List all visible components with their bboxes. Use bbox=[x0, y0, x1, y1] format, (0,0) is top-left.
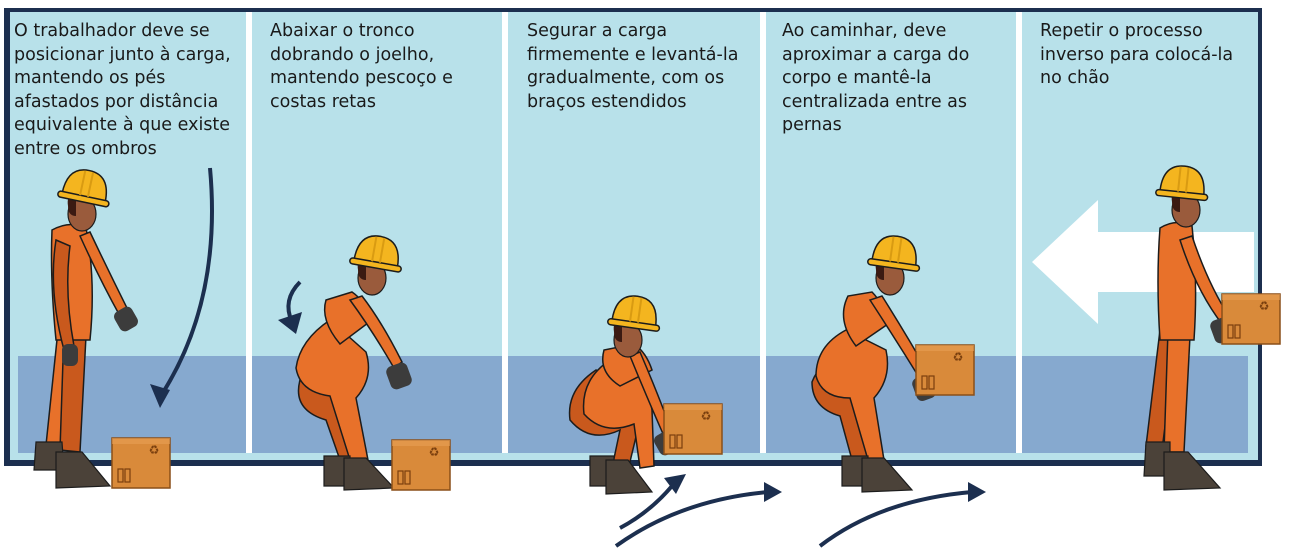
panel-divider-3 bbox=[760, 12, 766, 453]
curved-down-arrow-icon bbox=[160, 167, 214, 396]
curved-motion-arrow-step-3-head bbox=[664, 474, 686, 494]
curved-motion-arrow-step-3b-icon bbox=[614, 490, 769, 548]
cargo-box-step-4 bbox=[915, 344, 975, 396]
step-3-caption: Segurar a carga firmemente e levantá-la … bbox=[527, 21, 739, 112]
worker-figure-step-5 bbox=[1143, 162, 1236, 491]
worker-figure-step-2 bbox=[295, 230, 412, 491]
worker-figure-step-1 bbox=[33, 164, 138, 489]
cargo-box-step-2 bbox=[391, 439, 451, 491]
panel-divider-1 bbox=[246, 12, 252, 453]
cargo-box-step-3 bbox=[663, 403, 723, 455]
step-2-caption: Abaixar o tronco dobrando o joelho, mant… bbox=[270, 21, 453, 112]
panel-divider-2 bbox=[502, 12, 508, 453]
curved-motion-arrow-step-4-icon bbox=[818, 490, 973, 548]
step-4-caption: Ao caminhar, deve aproximar a carga do c… bbox=[782, 21, 970, 135]
worker-figure-step-4 bbox=[811, 231, 936, 493]
step-1-caption: O trabalhador deve se posicionar junto à… bbox=[14, 21, 231, 159]
curved-down-arrow-head bbox=[150, 384, 170, 408]
step-5-caption: Repetir o processo inverso para colocá-l… bbox=[1040, 21, 1234, 88]
curved-motion-arrow-step-4-head bbox=[968, 482, 986, 502]
curved-down-arrow-step-2-head bbox=[278, 312, 302, 334]
cargo-box-step-1 bbox=[111, 437, 171, 489]
left-arrow-icon bbox=[1032, 200, 1254, 324]
curved-motion-arrow-step-3b-head bbox=[764, 482, 782, 502]
panel-divider-4 bbox=[1016, 12, 1022, 453]
cargo-box-step-5 bbox=[1221, 293, 1281, 345]
curved-motion-arrow-step-3-icon bbox=[619, 484, 674, 530]
